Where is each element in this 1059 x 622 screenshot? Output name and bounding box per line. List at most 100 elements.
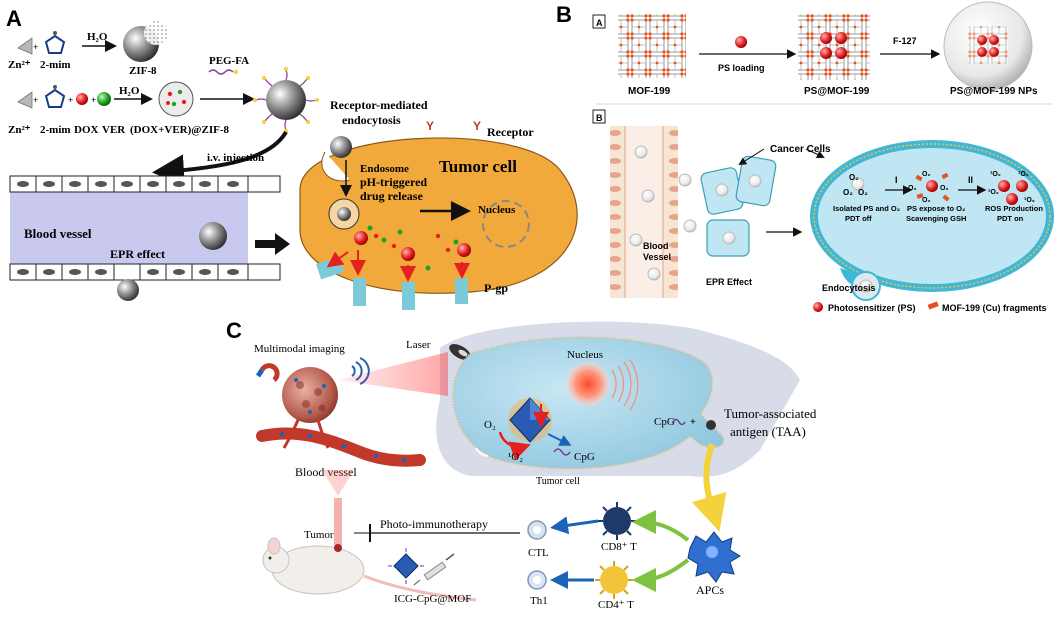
cd8-to-ctl-arrow — [550, 516, 599, 535]
svg-text:O₂: O₂ — [940, 185, 949, 192]
ctl-label: CTL — [528, 547, 549, 559]
cpg-label-outside: CpG — [654, 416, 675, 428]
svg-text:O₂: O₂ — [849, 173, 859, 182]
ver-drug-sphere — [97, 92, 111, 106]
icg-cpg-mof-icon — [388, 548, 424, 584]
imaging-beam — [338, 352, 448, 396]
svg-text:+: + — [68, 95, 73, 105]
magnet-icon — [255, 363, 280, 382]
nucleus-label-c: Nucleus — [567, 349, 603, 361]
panel-b-letter: B — [556, 2, 572, 27]
2-mim-label-row2: 2-mim — [40, 124, 71, 136]
legend-mof-label: MOF-199 (Cu) fragments — [942, 303, 1047, 313]
blood-vessel-label-a: Blood vessel — [24, 226, 92, 241]
step-i-label: I — [895, 175, 898, 185]
icg-cpg-mof-label: ICG-CpG@MOF — [394, 593, 471, 605]
laser-label: Laser — [406, 339, 431, 351]
zn-ion-row2 — [17, 91, 33, 109]
svg-text:¹O₂: ¹O₂ — [988, 189, 999, 196]
svg-text:O₂: O₂ — [858, 188, 868, 197]
dox-ver-zif8-label: (DOX+VER)@ZIF-8 — [130, 124, 229, 136]
svg-text:+: + — [33, 95, 38, 105]
blood-label: Blood — [643, 241, 669, 251]
ps-mof-199-framework — [798, 14, 870, 80]
ph-triggered-label: pH-triggered — [360, 175, 427, 189]
legend-mof-fragment-icon — [927, 301, 939, 310]
nucleus-label-a: Nucleus — [478, 204, 516, 216]
cd4-t-cell — [595, 561, 633, 599]
panel-b-sub-a: A — [596, 18, 603, 28]
o2-label-c: O₂ — [484, 419, 496, 431]
nps-label: PS@MOF-199 NPs — [950, 86, 1038, 97]
nanoparticle-extravasated — [117, 279, 139, 301]
released-drugs — [367, 225, 459, 271]
svg-text:+: + — [690, 417, 696, 428]
tumor-cell-a — [299, 137, 578, 294]
panel-b: B A MOF-199 PS loading PS@MOF-199 F-127 … — [556, 1, 1054, 313]
dox-ver-zif8-nanoparticle — [158, 81, 194, 117]
peg-fa-chain-icon — [208, 69, 234, 75]
svg-text:¹O₂: ¹O₂ — [990, 171, 1001, 178]
big-arrow-to-tumor — [255, 233, 290, 255]
ver-label: VER — [102, 124, 126, 136]
drug-release-label: drug release — [360, 189, 423, 203]
apcs-cell — [687, 531, 741, 583]
taa-antigen-icon — [706, 420, 716, 430]
panel-a-letter: A — [6, 6, 22, 31]
receptor-icon: Y — [473, 119, 481, 133]
isolated-ps-stage — [851, 177, 865, 191]
panel-a: A + Zn²⁺ 2-mim H₂O ZIF-8 + + + — [6, 6, 578, 310]
tumor-cell-label-a: Tumor cell — [439, 157, 517, 176]
multimodal-imaging-label: Multimodal imaging — [254, 343, 345, 355]
svg-text:O₂: O₂ — [922, 171, 931, 178]
th1-cell — [527, 570, 547, 590]
cancer-cells-label: Cancer Cells — [770, 144, 831, 155]
oxygen-conversion-arrow — [498, 431, 531, 461]
zif8-nanoparticle — [123, 21, 168, 62]
h2o-label-row1: H₂O — [87, 31, 108, 43]
singlet-oxygen-label-c: ¹O₂ — [508, 451, 523, 463]
cpg-strand-icon — [553, 448, 571, 456]
legend-ps-label: Photosensitizer (PS) — [828, 303, 916, 313]
peg-fa-nanoparticle — [253, 67, 319, 133]
svg-text:Y: Y — [426, 119, 434, 133]
svg-text:O₂: O₂ — [843, 188, 853, 197]
iv-injection-label: i.v. injection — [207, 152, 264, 164]
scavenging-gsh-label: Scavenging GSH — [906, 214, 966, 223]
pgp-label: P-gp — [484, 281, 508, 295]
apcs-label: APCs — [696, 583, 724, 597]
ps-exposed-stage — [915, 172, 950, 202]
legend-ps-icon — [813, 302, 823, 312]
mof-199-framework — [618, 14, 686, 78]
tumor-mass-c — [282, 367, 338, 449]
mof-199-label: MOF-199 — [628, 86, 671, 97]
mof-nanoparticle-c — [508, 397, 552, 443]
panel-c-letter: C — [226, 318, 242, 343]
taa-label-line1: Tumor-associated — [724, 406, 817, 421]
cd8-t-cell — [598, 502, 636, 540]
taa-to-apc-arrow — [691, 443, 727, 532]
2-mim-label-row1: 2-mim — [40, 59, 71, 71]
vessel-label: Vessel — [643, 252, 671, 262]
apc-to-cd8-arrow — [632, 510, 690, 542]
svg-text:¹O₂: ¹O₂ — [1018, 171, 1029, 178]
tumor-cell-label-c: Tumor cell — [536, 476, 580, 487]
nucleus-a — [482, 200, 530, 248]
pdt-off-label: PDT off — [845, 214, 872, 223]
svg-text:O₂: O₂ — [908, 185, 917, 192]
dox-label: DOX — [74, 124, 99, 136]
photo-immunotherapy-label: Photo-immunotherapy — [380, 517, 488, 531]
h2o-label-row2: H₂O — [119, 85, 140, 97]
ctl-cell — [527, 520, 547, 540]
svg-text:¹O₂: ¹O₂ — [1024, 197, 1035, 204]
blood-vessel-a — [9, 175, 281, 281]
blood-vessel-b — [610, 126, 697, 298]
mouse-icon — [262, 537, 477, 602]
epr-effect-label-b: EPR Effect — [706, 277, 752, 287]
receptor-label: Receptor — [487, 125, 534, 139]
pdt-on-label: PDT on — [997, 214, 1024, 223]
cd4-t-label: CD4⁺ T — [598, 599, 634, 611]
zn-label-row1: Zn²⁺ — [8, 59, 31, 71]
ps-loading-label: PS loading — [718, 63, 765, 73]
